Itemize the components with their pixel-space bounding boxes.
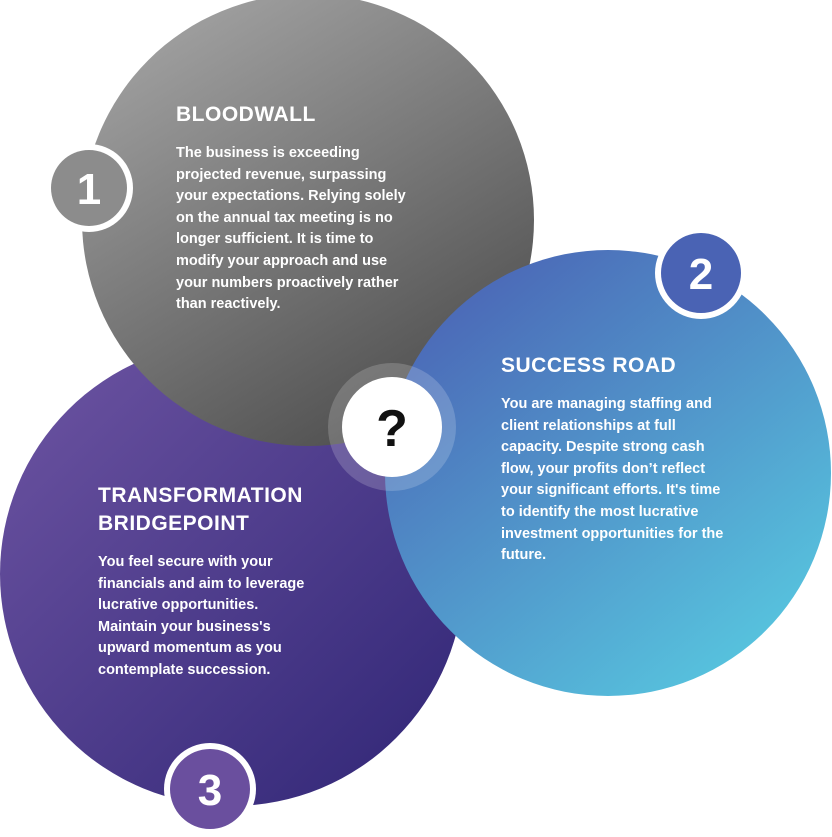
stage-3-title: TRANSFORMATION BRIDGEPOINT	[98, 482, 348, 538]
stage-1-content: BLOODWALL The business is exceeding proj…	[176, 101, 438, 316]
stage-1-circle	[82, 0, 534, 446]
stage-2-description: You are managing staffing and client rel…	[501, 394, 763, 567]
stage-2-line: client relationships at full	[501, 417, 676, 434]
stage-1-line: than reactively.	[176, 296, 281, 313]
stage-3-line: lucrative opportunities.	[98, 597, 259, 614]
stage-2-circle	[385, 250, 831, 696]
stage-2-line: future.	[501, 547, 547, 564]
stage-3-line: financials and aim to leverage	[98, 575, 305, 592]
stage-2-line: investment opportunities for the	[501, 525, 724, 542]
stage-2-line: flow, your profits don’t reflect	[501, 460, 706, 477]
stage-1-title: BLOODWALL	[176, 103, 316, 126]
center-badge	[342, 377, 442, 477]
stage-3-content: TRANSFORMATION BRIDGEPOINT You feel secu…	[98, 482, 348, 682]
badge-1	[51, 150, 127, 226]
stage-3-line: Maintain your business's	[98, 618, 271, 635]
stage-2-content: SUCCESS ROAD You are managing staffing a…	[501, 352, 763, 567]
stage-1-line: your numbers proactively rather	[176, 274, 399, 291]
stage-2-line: your significant efforts. It's time	[501, 482, 721, 499]
stage-3-line: contemplate succession.	[98, 661, 271, 678]
stage-1-line: on the annual tax meeting is no	[176, 209, 393, 226]
badge-2-number: 2	[689, 250, 713, 299]
stage-3-title-line: BRIDGEPOINT	[98, 512, 250, 535]
stage-2-line: capacity. Despite strong cash	[501, 439, 705, 456]
question-mark-icon: ?	[376, 400, 408, 458]
stage-2-line: to identify the most lucrative	[501, 503, 699, 520]
stage-3-line: You feel secure with your	[98, 554, 273, 570]
stage-2-line: You are managing staffing and	[501, 396, 712, 412]
stage-1-line: modify your approach and use	[176, 252, 388, 269]
stage-1-line: your expectations. Relying solely	[176, 188, 406, 205]
stage-3-description: You feel secure with your financials and…	[98, 552, 348, 682]
stage-1-line: longer sufficient. It is time to	[176, 231, 374, 248]
stage-3-line: upward momentum as you	[98, 640, 282, 657]
stage-1-description: The business is exceeding projected reve…	[176, 143, 438, 316]
stage-1-line: The business is exceeding	[176, 145, 360, 161]
stage-3-circle	[0, 342, 464, 806]
stage-2-title: SUCCESS ROAD	[501, 354, 677, 377]
badge-1-number: 1	[77, 165, 101, 214]
badge-3	[170, 749, 250, 829]
badge-2	[661, 233, 741, 313]
stage-1-line: projected revenue, surpassing	[176, 166, 387, 183]
badge-3-number: 3	[198, 766, 222, 815]
stage-3-title-line: TRANSFORMATION	[98, 484, 303, 507]
